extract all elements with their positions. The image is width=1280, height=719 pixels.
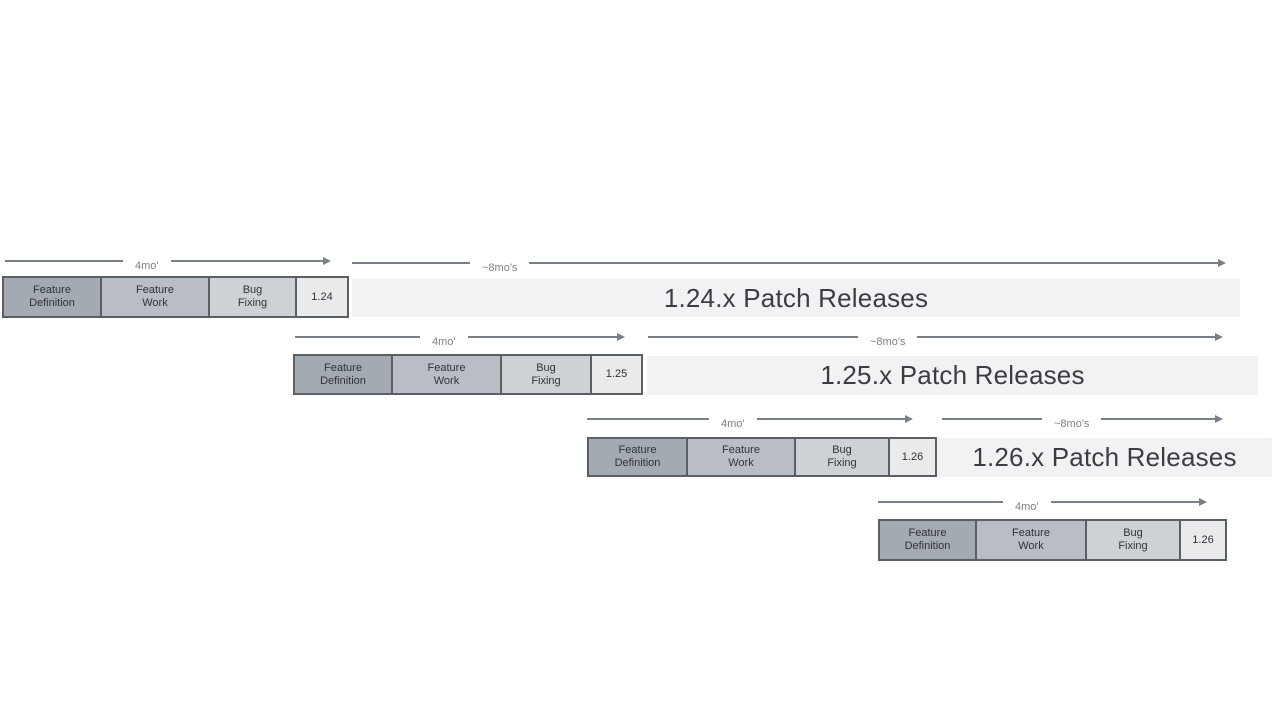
arrow-line <box>917 336 1216 338</box>
patch-release-band: 1.25.x Patch Releases <box>647 356 1258 395</box>
arrow-line <box>942 418 1042 420</box>
phase-box-feature-definition: Feature Definition <box>587 437 688 477</box>
arrowhead-icon <box>617 333 625 341</box>
arrowhead-icon <box>1199 498 1207 506</box>
patch-release-band: 1.26.x Patch Releases <box>937 438 1272 477</box>
version-box: 1.24 <box>295 276 349 318</box>
arrow-line <box>529 262 1219 264</box>
phase-boxes: Feature Definition Feature Work Bug Fixi… <box>587 437 937 477</box>
arrowhead-icon <box>1215 333 1223 341</box>
arrow-line <box>1050 501 1200 503</box>
phase-box-bug-fixing: Bug Fixing <box>208 276 297 318</box>
patch-duration-arrow: ~8mo's <box>352 255 1226 274</box>
version-box: 1.25 <box>590 354 643 395</box>
patch-release-band-label: 1.26.x Patch Releases <box>972 442 1237 472</box>
arrow-line <box>170 260 324 262</box>
arrow-line <box>5 260 123 262</box>
arrow-line <box>295 336 420 338</box>
patch-release-band-label: 1.24.x Patch Releases <box>663 282 929 313</box>
phase-box-bug-fixing: Bug Fixing <box>500 354 592 395</box>
dev-duration-arrow: 4mo' <box>295 329 625 348</box>
dev-duration-label: 4mo' <box>1015 501 1039 513</box>
patch-release-band-label: 1.25.x Patch Releases <box>820 360 1085 390</box>
dev-duration-arrow: 4mo' <box>5 253 331 272</box>
phase-box-feature-definition: Feature Definition <box>2 276 102 318</box>
arrow-line <box>587 418 709 420</box>
arrow-line <box>467 336 618 338</box>
patch-duration-arrow: ~8mo's <box>942 411 1223 430</box>
patch-duration-label: ~8mo's <box>870 336 906 348</box>
patch-duration-arrow: ~8mo's <box>648 329 1223 348</box>
arrow-line <box>756 418 906 420</box>
arrowhead-icon <box>1215 415 1223 423</box>
patch-duration-label: ~8mo's <box>1054 418 1090 430</box>
phase-boxes: Feature Definition Feature Work Bug Fixi… <box>878 519 1227 561</box>
phase-box-bug-fixing: Bug Fixing <box>794 437 890 477</box>
phase-box-feature-work: Feature Work <box>100 276 210 318</box>
phase-boxes: Feature Definition Feature Work Bug Fixi… <box>293 354 643 395</box>
version-box: 1.26 <box>888 437 937 477</box>
phase-box-feature-work: Feature Work <box>391 354 502 395</box>
arrowhead-icon <box>905 415 913 423</box>
arrow-line <box>1101 418 1216 420</box>
arrow-line <box>878 501 1003 503</box>
arrow-line <box>648 336 858 338</box>
arrowhead-icon <box>323 257 331 265</box>
dev-duration-label: 4mo' <box>721 418 745 430</box>
phase-box-feature-definition: Feature Definition <box>293 354 393 395</box>
dev-duration-label: 4mo' <box>135 260 159 272</box>
phase-box-feature-definition: Feature Definition <box>878 519 977 561</box>
phase-boxes: Feature Definition Feature Work Bug Fixi… <box>2 276 349 318</box>
dev-duration-arrow: 4mo' <box>878 494 1207 513</box>
phase-box-feature-work: Feature Work <box>975 519 1087 561</box>
phase-box-feature-work: Feature Work <box>686 437 796 477</box>
arrowhead-icon <box>1218 259 1226 267</box>
dev-duration-arrow: 4mo' <box>587 411 913 430</box>
phase-box-bug-fixing: Bug Fixing <box>1085 519 1181 561</box>
version-box: 1.26 <box>1179 519 1227 561</box>
patch-release-band: 1.24.x Patch Releases <box>352 279 1240 317</box>
patch-duration-label: ~8mo's <box>482 262 518 274</box>
arrow-line <box>352 262 470 264</box>
dev-duration-label: 4mo' <box>432 336 456 348</box>
